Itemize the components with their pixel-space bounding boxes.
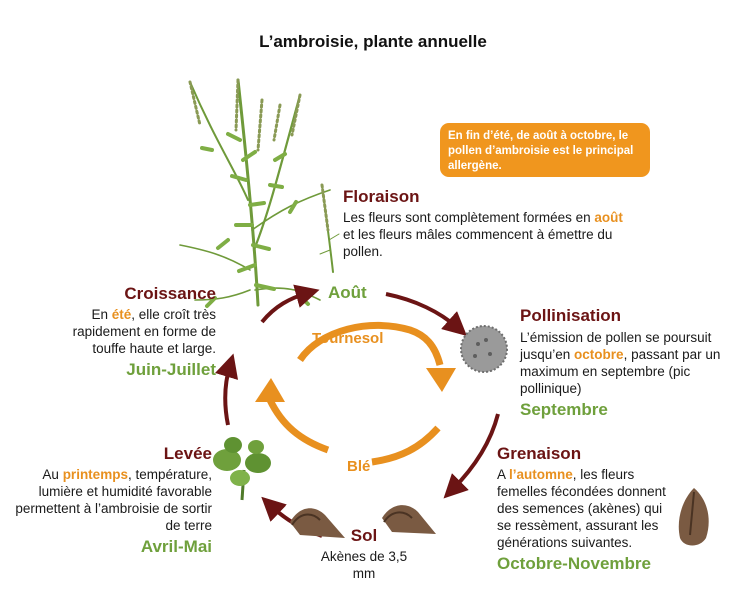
stage-sol: Sol Akènes de 3,5 mm: [318, 526, 410, 582]
stage-pollinisation: Pollinisation L’émission de pollen se po…: [520, 306, 725, 420]
stage-text: Les fleurs sont complètement formées en …: [343, 210, 623, 259]
page-title: L’ambroisie, plante annuelle: [259, 32, 487, 51]
stage-text: Au printemps, température, lumière et hu…: [15, 467, 212, 533]
stage-croissance: Croissance En été, elle croît très rapid…: [44, 284, 216, 380]
stage-text: L’émission de pollen se poursuit jusqu’e…: [520, 330, 721, 396]
stage-grenaison: Grenaison A l’automne, les fleurs femell…: [497, 444, 677, 574]
achene-seed-icon: [678, 488, 709, 546]
stage-period: Avril-Mai: [140, 537, 212, 556]
stage-period: Septembre: [520, 400, 608, 419]
stage-text: Akènes de 3,5 mm: [320, 549, 408, 581]
inner-label-bottom: Blé: [347, 458, 371, 475]
stage-title: Grenaison: [497, 444, 582, 463]
stage-title: Floraison: [343, 187, 420, 206]
pollen-grain-icon: [460, 325, 508, 373]
inner-cycle-arrows: [266, 321, 444, 466]
callout-text: En fin d’été, de août à octobre, le poll…: [448, 130, 634, 172]
stage-title: Pollinisation: [520, 306, 622, 325]
seedling-icon: [213, 437, 271, 501]
inner-label-top: Tournesol: [312, 330, 384, 347]
stage-period: Juin-Juillet: [126, 360, 216, 379]
stage-text: A l’automne, les fleurs femelles fécondé…: [497, 467, 666, 550]
stage-text: En été, elle croît très rapidement en fo…: [72, 307, 216, 356]
stage-title: Levée: [163, 444, 212, 463]
month-top: Août: [328, 283, 367, 302]
ragweed-plant-icon: [179, 78, 331, 308]
stage-period: Octobre-Novembre: [497, 554, 651, 573]
stage-levee: Levée Au printemps, température, lumière…: [2, 444, 212, 557]
stage-floraison: Floraison Les fleurs sont complètement f…: [343, 187, 628, 260]
info-callout: En fin d’été, de août à octobre, le poll…: [440, 123, 650, 177]
achene-seed-icon: [290, 505, 436, 538]
stage-title: Sol: [350, 526, 378, 545]
inner-arrow-heads: [255, 368, 456, 402]
stage-title: Croissance: [124, 284, 216, 303]
flower-spike-icon: [319, 183, 340, 273]
